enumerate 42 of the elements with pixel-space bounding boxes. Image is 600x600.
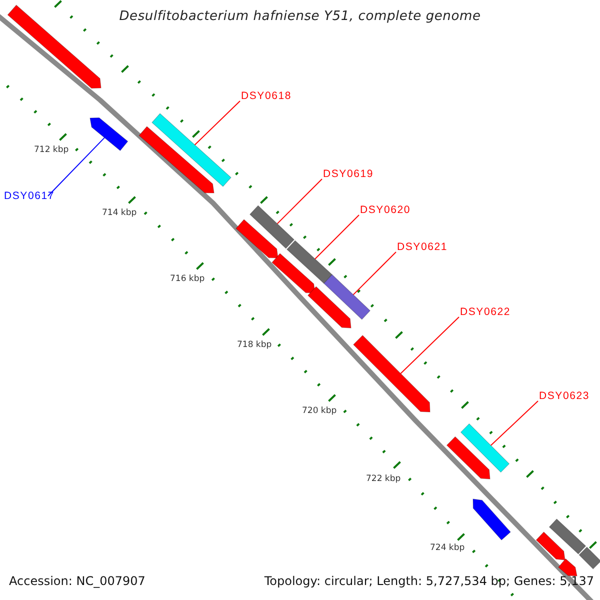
leader-line <box>490 400 538 446</box>
gene-feature <box>138 126 214 194</box>
leader-line <box>400 316 460 374</box>
scale-label: 722 kbp <box>366 474 401 484</box>
footer-note: Accession: NC_007907 <box>9 574 146 589</box>
gene-segment <box>548 518 586 554</box>
gene-segment <box>152 113 232 187</box>
gene-feature <box>536 532 566 560</box>
leader-line <box>314 214 360 260</box>
gene-segment <box>578 546 600 570</box>
leader-line <box>352 252 396 296</box>
leader-line <box>276 178 322 224</box>
gene-feature <box>236 219 278 258</box>
gene-feature <box>7 4 102 89</box>
gene-feature <box>352 334 430 412</box>
gene-label: DSY0621 <box>397 241 448 253</box>
scale-label: 716 kbp <box>170 274 205 284</box>
gene-label: DSY0619 <box>323 168 374 180</box>
diagram-title: Desulfitobacterium hafniense Y51, complete genome <box>118 9 482 24</box>
gene-feature <box>307 286 352 328</box>
gene-label: DSY0618 <box>241 90 292 102</box>
scale-label: 712 kbp <box>34 145 69 155</box>
scale-label: 714 kbp <box>102 208 137 218</box>
gene-segment <box>460 423 510 473</box>
gene-segment <box>249 205 295 249</box>
gene-segment <box>286 240 333 284</box>
gene-segment <box>323 274 371 320</box>
leader-line <box>48 137 105 196</box>
gene-feature <box>558 558 578 576</box>
gene-label: DSY0623 <box>539 390 590 402</box>
gene-label: DSY0622 <box>460 306 511 318</box>
gene-feature <box>472 498 511 540</box>
leader-line <box>194 100 240 146</box>
footer-note: Topology: circular; Length: 5,727,534 bp; Genes: 5,137 <box>264 574 594 589</box>
scale-label: 718 kbp <box>237 340 272 350</box>
gene-feature <box>446 436 490 480</box>
gene-label: DSY0620 <box>360 204 411 216</box>
gene-label: DSY0617 <box>4 190 55 202</box>
scale-label: 720 kbp <box>302 406 337 416</box>
scale-label: 724 kbp <box>430 543 465 553</box>
gene-feature <box>90 118 128 152</box>
gene-feature <box>272 253 316 294</box>
